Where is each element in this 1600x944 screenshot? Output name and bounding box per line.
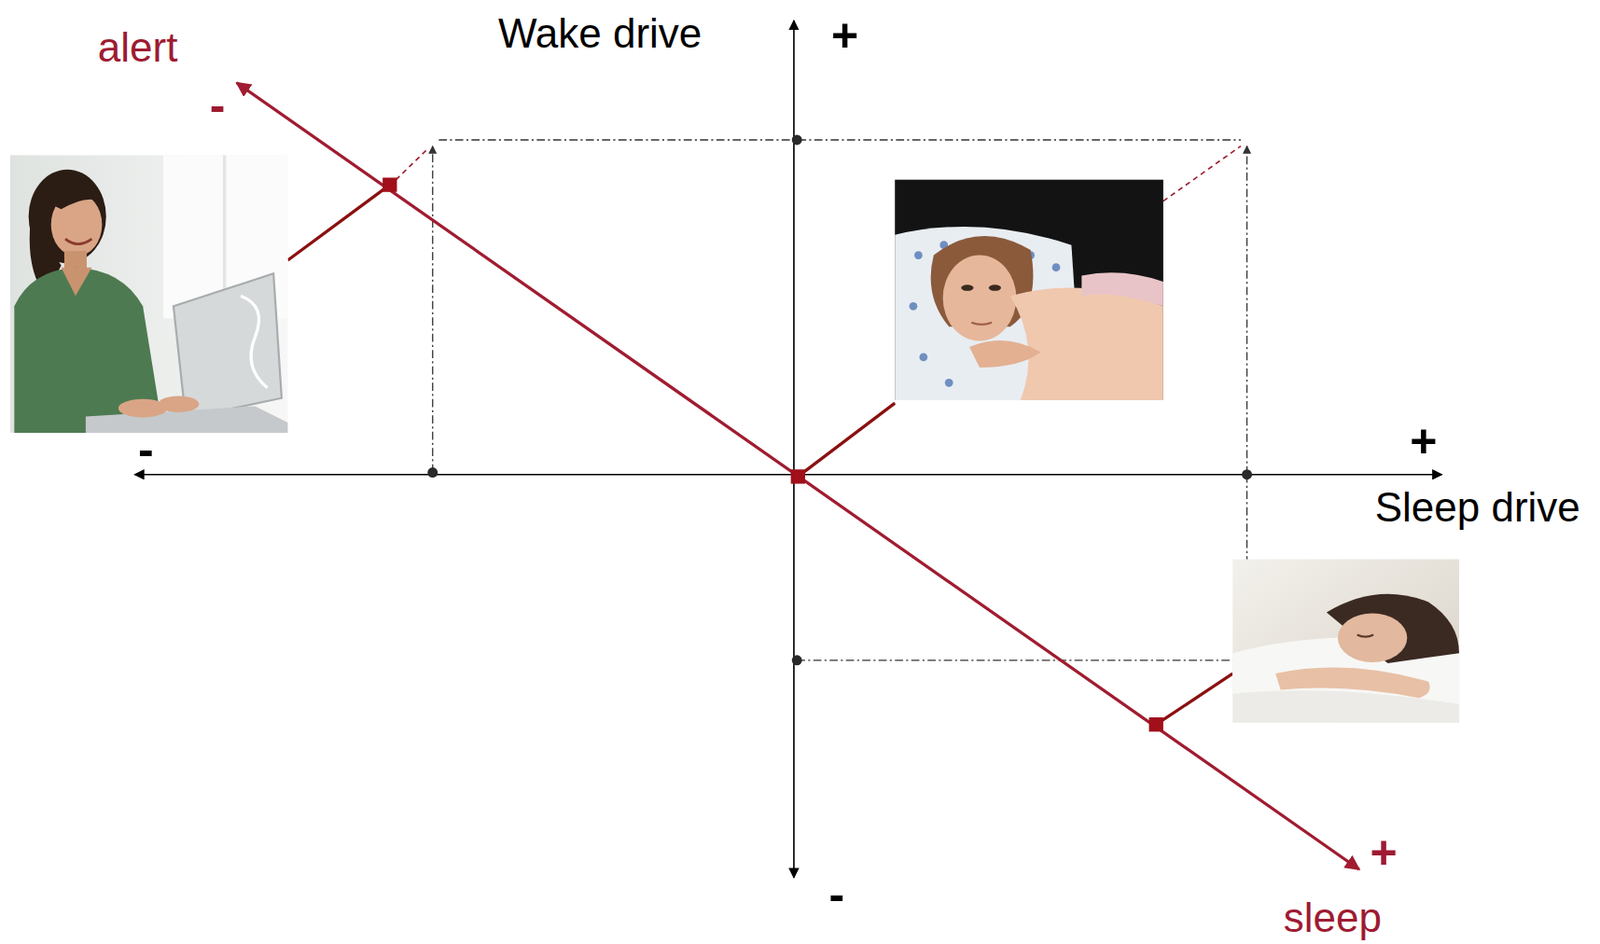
projection-line — [796, 659, 1241, 661]
alert-photo — [10, 154, 289, 433]
sleep-photo — [1232, 559, 1460, 724]
projection-line — [438, 139, 1241, 140]
axis-sign: + — [1370, 829, 1398, 877]
axis-title: Sleep drive — [1375, 486, 1581, 529]
state-marker — [382, 177, 1164, 732]
alert-sleep-axis — [236, 83, 1360, 870]
axis-end-label: sleep — [1283, 897, 1382, 939]
axis-sign: - — [209, 82, 226, 129]
awake-photo — [894, 180, 1164, 401]
wake-drive-axis — [793, 20, 795, 878]
axis-sign: - — [138, 426, 154, 474]
axis-sign: - — [829, 871, 846, 919]
axis-sign: + — [1409, 417, 1437, 465]
axis-title: Wake drive — [498, 13, 702, 55]
projection-point — [427, 135, 1253, 667]
projection-line — [1246, 146, 1248, 475]
projection-lines — [432, 139, 1248, 661]
axis-sign: + — [831, 12, 859, 59]
axis — [134, 20, 1442, 878]
axis-end-label: alert — [97, 27, 179, 69]
projection-line — [431, 146, 433, 474]
